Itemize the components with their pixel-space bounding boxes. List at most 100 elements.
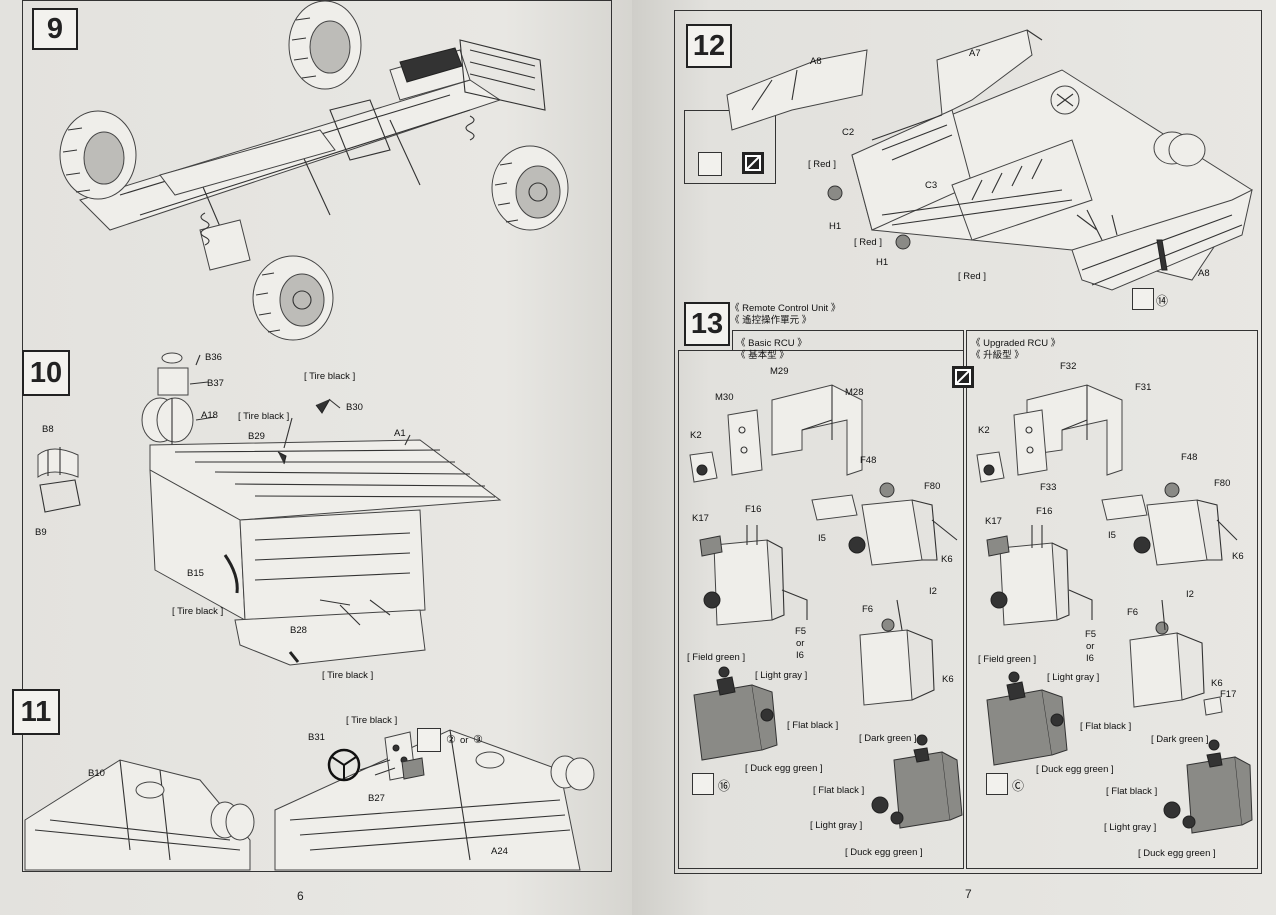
basic-label-k17: K17 [692, 513, 709, 524]
upgraded-label-f32: F32 [1060, 361, 1077, 372]
upgraded-label-flat-black-1: [ Flat black ] [1080, 721, 1132, 732]
basic-label-i6: I6 [796, 650, 804, 661]
basic-label-f5: F5 [795, 626, 807, 637]
basic-label-light-gray-2: [ Light gray ] [810, 820, 863, 831]
upgraded-label-i2: I2 [1186, 589, 1194, 600]
part-h1-red-light-1 [827, 185, 843, 201]
basic-label-f48: F48 [860, 455, 877, 466]
upgraded-label-i6: I6 [1086, 653, 1094, 664]
step-13-number: 13 [684, 302, 730, 346]
upgraded-label-duck-egg-2: [ Duck egg green ] [1138, 848, 1216, 859]
upgraded-label-light-gray-1: [ Light gray ] [1047, 672, 1100, 683]
part-b8-b9 [37, 447, 81, 513]
basic-label-k6-1: K6 [941, 554, 953, 565]
part-b29 [277, 451, 287, 465]
label-c2: C2 [842, 127, 855, 138]
upgraded-rcu-upper-box [1101, 482, 1238, 566]
label-c3: C3 [925, 180, 938, 191]
chassis-frame [79, 39, 546, 271]
left-page-frame [22, 0, 612, 872]
label-h1-2: H1 [876, 257, 889, 268]
label-a8-bottom: A8 [1198, 268, 1210, 279]
step-13-title-zh: 《 遙控操作單元 》 [730, 315, 812, 326]
basic-label-f80: F80 [924, 481, 941, 492]
step-13-rcu-illustrations [689, 384, 1253, 834]
right-page-frame [674, 10, 1262, 874]
upgraded-label-f33: F33 [1040, 482, 1057, 493]
label-a1: A1 [394, 428, 406, 439]
basic-label-light-gray-1: [ Light gray ] [755, 670, 808, 681]
cargo-bed-right-view [274, 729, 595, 871]
upgraded-label-k2: K2 [978, 425, 990, 436]
upgraded-rcu-title-zh: 《 升級型 》 [971, 350, 1024, 361]
basic-mount-bracket [689, 384, 863, 483]
basic-label-i5: I5 [818, 533, 826, 544]
basic-label-m30: M30 [715, 392, 734, 403]
dashboard-panel [359, 731, 425, 781]
basic-label-duck-egg-2: [ Duck egg green ] [845, 847, 923, 858]
wheel-rear-left [59, 110, 137, 200]
basic-label-k6-2: K6 [942, 674, 954, 685]
step-12-body-illustration [726, 29, 1253, 291]
upgraded-label-f6: F6 [1127, 607, 1139, 618]
label-a8-top: A8 [810, 56, 822, 67]
label-tire-black-b28: [ Tire black ] [322, 670, 374, 681]
upgraded-label-field-green: [ Field green ] [978, 654, 1037, 665]
step-13-title-en: 《 Remote Control Unit 》 [730, 303, 841, 314]
basic-label-duck-egg-1: [ Duck egg green ] [745, 763, 823, 774]
upgraded-label-k17: K17 [985, 516, 1002, 527]
wheel-front-bottom [252, 255, 334, 341]
label-b10: B10 [88, 768, 105, 779]
circle-2-symbol: ② [446, 734, 456, 746]
basic-rcu-panel-inner [732, 330, 964, 351]
cargo-bed-left-view [24, 759, 255, 871]
label-or: or [460, 735, 469, 746]
label-tire-black-b31: [ Tire black ] [346, 715, 398, 726]
basic-rcu-title-zh: 《 基本型 》 [736, 350, 789, 361]
part-b28 [288, 651, 300, 663]
upgraded-label-f17: F17 [1220, 689, 1237, 700]
hull-body [851, 69, 1253, 291]
upgraded-label-f16: F16 [1036, 506, 1053, 517]
label-tire-black-b30: [ Tire black ] [304, 371, 356, 382]
label-b37: B37 [207, 378, 224, 389]
label-b31: B31 [308, 732, 325, 743]
no-glue-icon [742, 152, 764, 174]
upgraded-label-flat-black-2: [ Flat black ] [1106, 786, 1158, 797]
label-tire-black-b15: [ Tire black ] [172, 606, 224, 617]
upgraded-rcu-lower-box [986, 525, 1093, 626]
no-glue-icon-rcu [952, 366, 974, 388]
label-b15: B15 [187, 568, 204, 579]
part-a7-side-panel [936, 29, 1043, 116]
upgraded-label-duck-egg-1: [ Duck egg green ] [1036, 764, 1114, 775]
page-number-7: 7 [965, 887, 972, 901]
left-page: 9 [0, 0, 632, 915]
upgraded-label-or: or [1086, 641, 1095, 652]
label-a24: A24 [491, 846, 508, 857]
wheel-rear-top [288, 0, 362, 90]
upgraded-label-f31: F31 [1135, 382, 1152, 393]
label-b27: B27 [368, 793, 385, 804]
basic-label-flat-black-2: [ Flat black ] [813, 785, 865, 796]
part-b30 [315, 398, 331, 414]
label-red-3: [ Red ] [958, 271, 986, 282]
part-h1-red-light-2 [895, 234, 911, 250]
suspension-springs [200, 115, 475, 246]
label-b30: B30 [346, 402, 363, 413]
label-red-h1-1: [ Red ] [808, 159, 836, 170]
label-h1-1: H1 [829, 221, 842, 232]
step-9-number: 9 [32, 8, 78, 50]
upgraded-rcu-painted-field [986, 671, 1068, 766]
basic-rcu-marker-box [692, 773, 714, 795]
upgraded-label-dark-green: [ Dark green ] [1151, 734, 1209, 745]
wheel-front-right [491, 145, 569, 231]
basic-rcu-panel [678, 350, 964, 869]
label-b29: B29 [248, 431, 265, 442]
basic-label-f6: F6 [862, 604, 874, 615]
label-red-h1-2: [ Red ] [854, 237, 882, 248]
upgraded-mount-bracket [976, 384, 1123, 483]
upgraded-rcu-marker-box [986, 773, 1008, 795]
basic-label-f16: F16 [745, 504, 762, 515]
upgraded-label-f80: F80 [1214, 478, 1231, 489]
basic-rcu-upper-box [811, 482, 958, 566]
